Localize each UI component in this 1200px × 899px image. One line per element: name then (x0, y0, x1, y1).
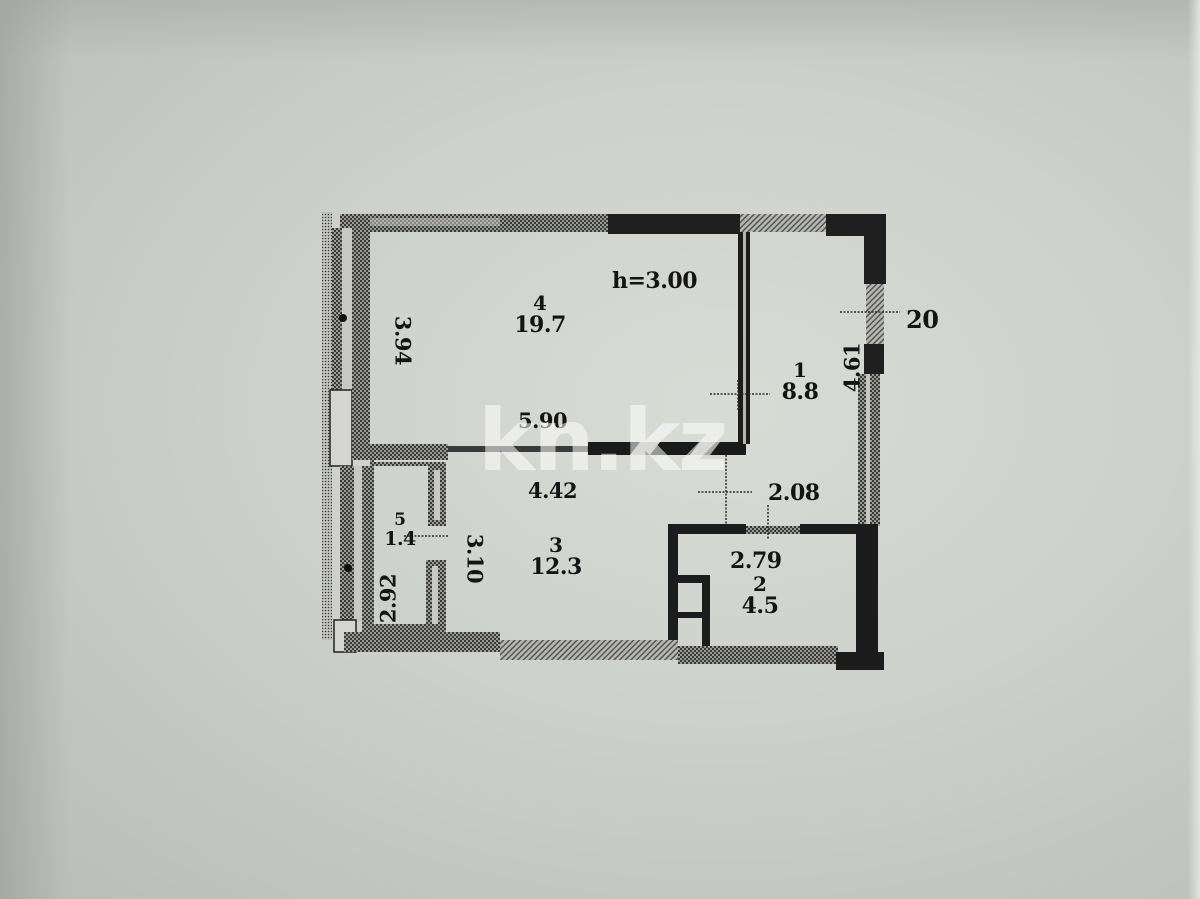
photo-edge-shadow-left (0, 0, 70, 899)
room-3-number: 3 (549, 533, 563, 557)
room-1-area: 8.8 (781, 379, 819, 405)
room-3-label: 3 12.3 (520, 535, 592, 579)
room-2-number: 2 (753, 572, 767, 596)
room-1-label: 1 8.8 (778, 360, 822, 404)
room-2-walls (668, 524, 878, 652)
dim-room2-width: 2.79 (730, 548, 782, 574)
room-4-number: 4 (533, 291, 547, 315)
photo-edge-shadow-top (0, 0, 1200, 60)
bottom-wall (344, 632, 884, 670)
room-4-area: 19.7 (514, 312, 566, 338)
room-3-area: 12.3 (530, 554, 582, 580)
room-1-number: 1 (793, 358, 807, 382)
photo-edge-highlight-right (1188, 0, 1200, 899)
room-5-number: 5 (394, 510, 406, 530)
dim-room4-height: 3.94 (390, 315, 416, 366)
room-2-area: 4.5 (741, 593, 779, 619)
watermark-logo: kn.kz (478, 391, 728, 491)
left-wall (322, 212, 370, 653)
dim-external-20: 20 (906, 305, 939, 334)
dim-room4-width: 5.90 (518, 408, 568, 433)
dim-room1-height: 4.61 (839, 342, 865, 393)
room-5-label: 5 1.4 (378, 510, 422, 550)
interior-wall-room1 (738, 232, 750, 444)
dim-room3-height: 3.10 (462, 533, 488, 584)
dim-room5-height: 2.92 (375, 573, 401, 624)
room-4-label: 4 19.7 (505, 293, 575, 337)
ceiling-height-label: h=3.00 (612, 268, 698, 294)
dimension-ticks (404, 311, 900, 540)
dim-room3-width: 4.42 (528, 478, 578, 503)
interior-wall-horizontal (352, 442, 746, 460)
room-2-label: 2 4.5 (738, 574, 782, 618)
right-wall (858, 232, 886, 526)
room-5-area: 1.4 (384, 527, 416, 550)
top-wall (340, 214, 886, 236)
dim-room1-width: 2.08 (768, 480, 820, 506)
room-5-walls (370, 460, 446, 634)
